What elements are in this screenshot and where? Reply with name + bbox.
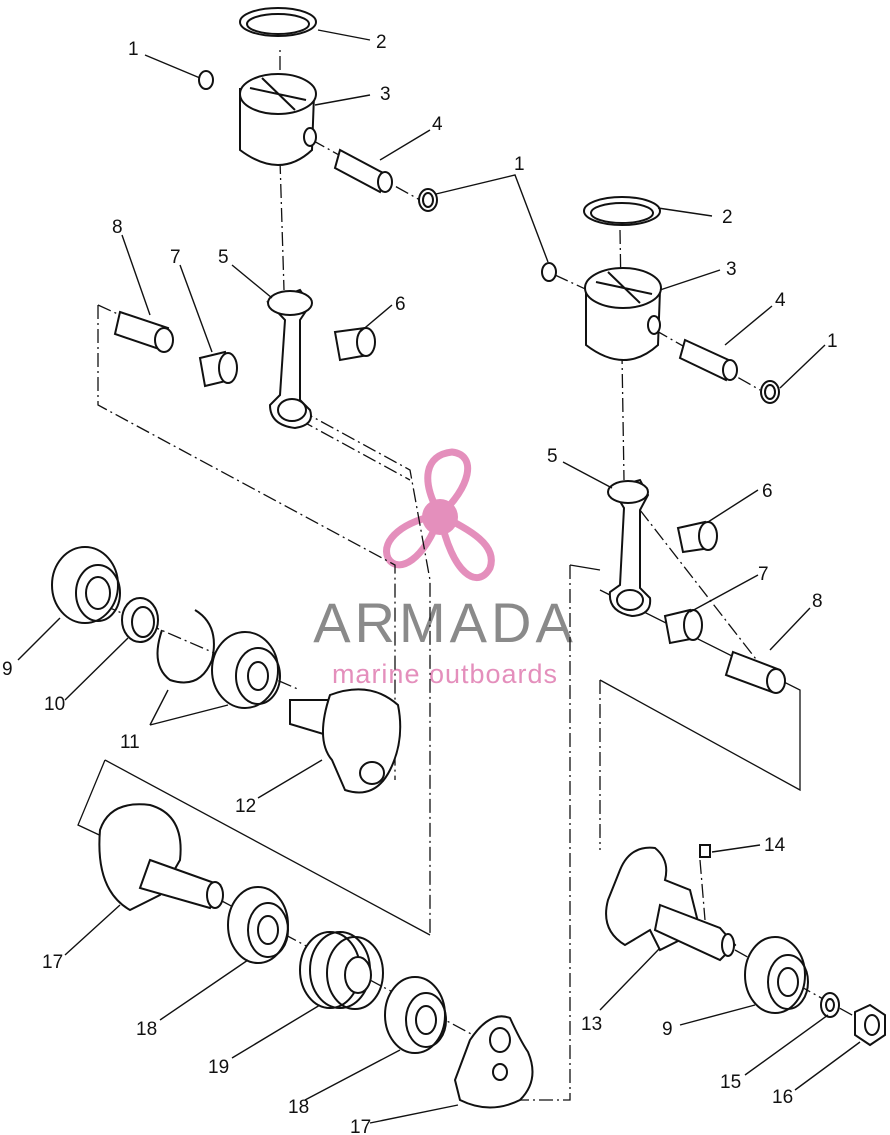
callout-2: 2: [722, 207, 733, 228]
callout-1: 1: [128, 39, 139, 60]
needle-bearing-right-small: [676, 520, 718, 554]
callout-13: 13: [581, 1014, 602, 1035]
needle-bearing-left-small: [333, 326, 376, 362]
callout-18: 18: [288, 1097, 309, 1118]
nut-16: [854, 1003, 886, 1047]
crank-ball-bearing-left: [211, 631, 281, 709]
crankshaft-half-left: [289, 688, 402, 794]
callout-4: 4: [775, 290, 786, 311]
circlip-left-1: [198, 70, 214, 90]
circlip-right-2: [760, 380, 780, 404]
watermark-brand: ARMADA: [313, 591, 577, 654]
woodruff-key-14: [699, 844, 711, 858]
piston-ring-left: [239, 7, 317, 37]
callout-leaders: [17, 29, 861, 1124]
callout-12: 12: [235, 796, 256, 817]
callout-2: 2: [376, 32, 387, 53]
ball-bearing-left: [51, 546, 121, 624]
callout-9: 9: [662, 1019, 673, 1040]
connecting-rod-right: [607, 478, 652, 618]
callout-15: 15: [720, 1072, 741, 1093]
wrist-pin-right: [678, 338, 738, 382]
watermark-tagline: marine outboards: [332, 659, 558, 689]
callout-17: 17: [42, 952, 63, 973]
callout-6: 6: [762, 481, 773, 502]
callout-4: 4: [432, 114, 443, 135]
circlip-left-2: [418, 188, 438, 212]
callout-14: 14: [764, 835, 786, 856]
callout-7: 7: [758, 564, 769, 585]
crank-ball-bearing-18-upper: [227, 886, 289, 964]
washer-15: [820, 992, 840, 1018]
circlip-right-1: [541, 262, 557, 282]
callout-3: 3: [726, 259, 737, 280]
armada-watermark: ARMADA marine outboards: [313, 448, 577, 689]
snap-ring-left: [156, 609, 215, 684]
callout-1: 1: [827, 331, 838, 352]
connecting-rod-left: [266, 288, 313, 430]
crank-pin-left: [113, 310, 174, 353]
ball-bearing-right: [744, 936, 809, 1014]
crank-ball-bearing-18-lower: [384, 976, 447, 1054]
callout-8: 8: [112, 217, 123, 238]
callout-labels: 1 2 3 4 1 8 7 5 6 2 3 4 1 5 6 7 8 9 10 1…: [2, 32, 838, 1135]
callout-3: 3: [380, 84, 391, 105]
callout-17: 17: [350, 1117, 371, 1135]
wrist-pin-left: [333, 148, 393, 194]
crank-web-17-lower: [453, 1015, 534, 1109]
crank-pin-right: [724, 650, 786, 694]
crank-web-17-upper: [98, 803, 224, 912]
callout-5: 5: [218, 247, 229, 268]
callout-16: 16: [772, 1087, 793, 1108]
callout-7: 7: [170, 247, 181, 268]
callout-18: 18: [136, 1019, 157, 1040]
piston-right: [584, 267, 662, 361]
callout-8: 8: [812, 591, 823, 612]
crankshaft-half-right: [605, 846, 737, 962]
needle-bearing-left-large: [198, 350, 238, 388]
propeller-logo-icon: [383, 448, 495, 582]
callout-9: 9: [2, 659, 13, 680]
retaining-ring-left: [121, 597, 159, 643]
callout-10: 10: [44, 694, 65, 715]
callout-6: 6: [395, 294, 406, 315]
callout-19: 19: [208, 1057, 229, 1078]
callout-11: 11: [120, 732, 140, 753]
piston-left: [239, 73, 317, 166]
labyrinth-seal-19: [299, 931, 384, 1010]
callout-1: 1: [514, 154, 525, 175]
callout-5: 5: [547, 446, 558, 467]
piston-ring-right: [583, 196, 661, 226]
needle-bearing-right-large: [663, 608, 703, 645]
